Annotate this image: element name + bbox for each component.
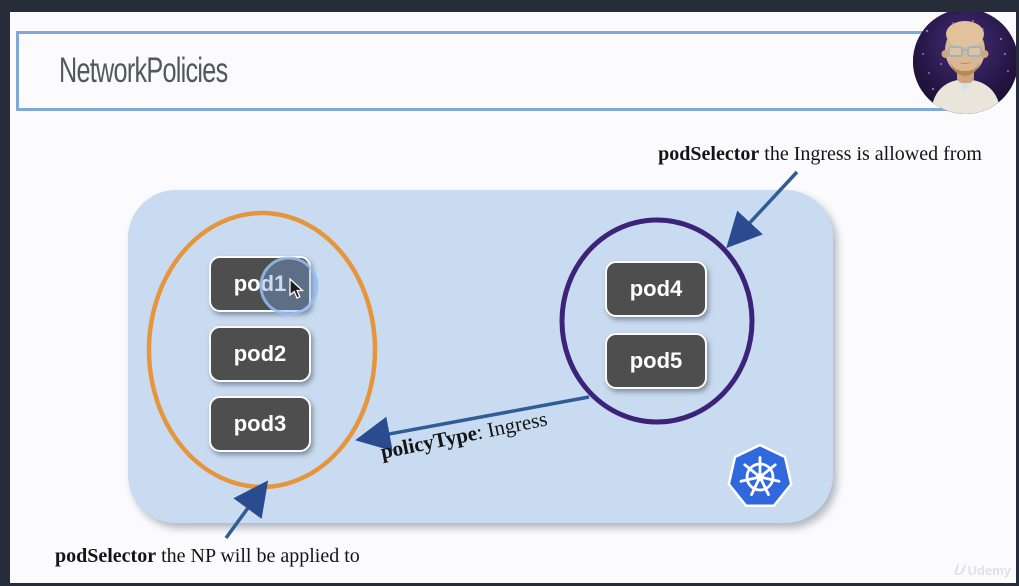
pod-box[interactable]: pod5 bbox=[605, 333, 707, 389]
presenter-avatar-image bbox=[913, 9, 1018, 114]
page-title: NetworkPolicies bbox=[59, 51, 228, 90]
pod-box[interactable]: pod2 bbox=[209, 326, 311, 382]
video-frame-left bbox=[0, 0, 10, 586]
annotation-np-target: podSelector the NP will be applied to bbox=[55, 545, 360, 567]
pod-label: pod4 bbox=[629, 276, 683, 301]
slide-title-box: NetworkPolicies bbox=[16, 31, 984, 111]
pod-label: pod3 bbox=[233, 411, 287, 436]
annotation-keyword: podSelector bbox=[658, 143, 760, 165]
pod-label: pod5 bbox=[629, 348, 683, 373]
presenter-webcam bbox=[913, 9, 1018, 114]
annotation-ingress-source: podSelector the Ingress is allowed from bbox=[658, 143, 982, 165]
video-frame-bottom bbox=[0, 583, 1019, 586]
annotation-keyword: podSelector bbox=[55, 545, 157, 567]
watermark-label: Udemy bbox=[967, 563, 1011, 578]
pod-label: pod1 bbox=[233, 271, 287, 296]
pod-box[interactable]: pod3 bbox=[209, 396, 311, 452]
pod-box[interactable]: pod1 bbox=[209, 256, 311, 312]
video-frame-top bbox=[0, 0, 1019, 12]
pod-label: pod2 bbox=[233, 341, 287, 366]
pod-box[interactable]: pod4 bbox=[605, 261, 707, 317]
video-frame-right bbox=[1016, 0, 1019, 586]
udemy-watermark: U Udemy bbox=[951, 562, 1011, 579]
udemy-logo-icon: U bbox=[951, 562, 967, 579]
